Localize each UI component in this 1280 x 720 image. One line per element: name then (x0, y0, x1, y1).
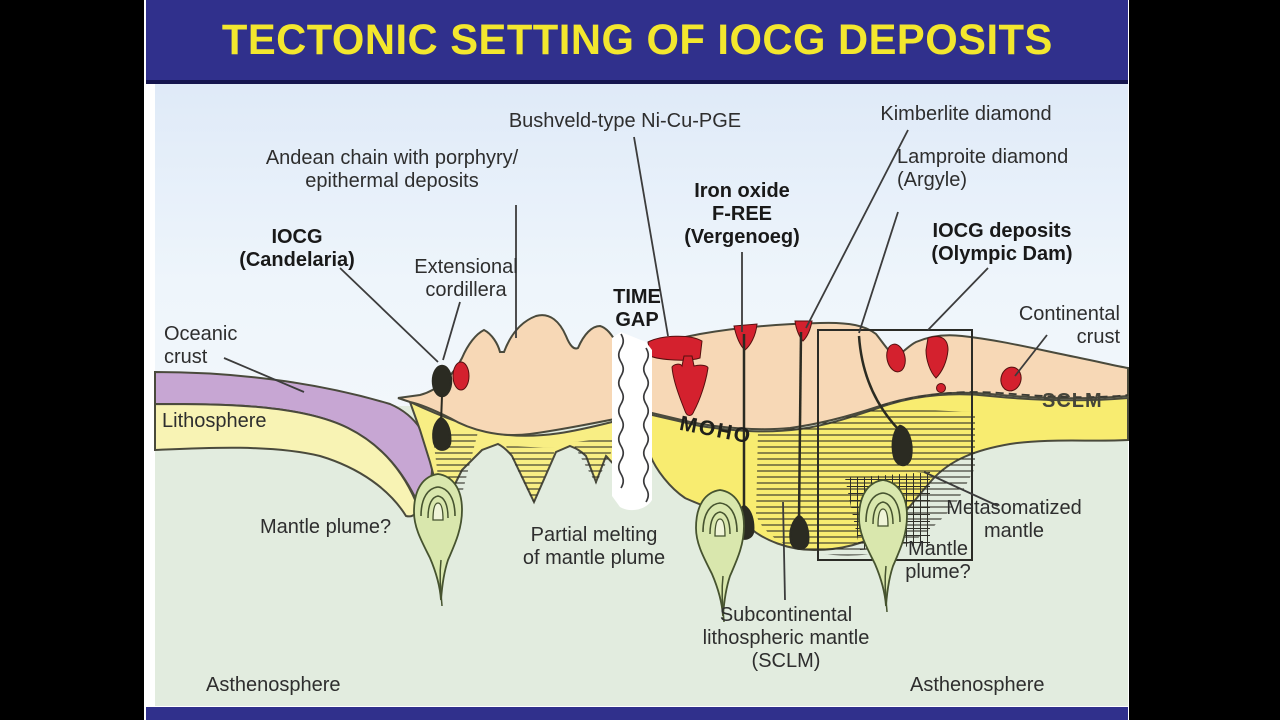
vergenoeg-funnel (671, 355, 709, 416)
label-kimberlite: Kimberlite diamond (880, 103, 1052, 125)
box-red-dot (936, 383, 946, 393)
label-lithosphere: Lithosphere (162, 410, 267, 432)
leader-iocg-candelaria (339, 267, 439, 363)
label-sclm-band: SCLM (1042, 390, 1103, 412)
label-subcontinental-sclm: Subcontinental lithospheric mantle (SCLM… (702, 604, 870, 672)
leader-bushveld (633, 136, 669, 337)
label-partial-melting: Partial melting of mantle plume (522, 524, 666, 569)
root-hatching-2 (506, 446, 556, 504)
lamproite-pipe (857, 335, 900, 431)
kimberlite-pipe-2 (797, 331, 803, 521)
kimberlite-blob-2 (789, 514, 810, 550)
label-asthenosphere-right: Asthenosphere (910, 674, 1045, 696)
label-extensional-cordillera: Extensional cordillera (414, 256, 518, 301)
label-andean-chain: Andean chain with porphyry/ epithermal d… (265, 147, 519, 192)
cordillera-red-blob (452, 361, 470, 391)
leader-kimberlite (805, 129, 909, 329)
red-blob-right (1000, 366, 1022, 392)
label-iocg-olympic-dam: IOCG deposits (Olympic Dam) (931, 220, 1073, 265)
root-hatching-3 (572, 438, 618, 484)
pipes (431, 331, 913, 550)
leader-lines (223, 129, 1048, 601)
label-asthenosphere-left: Asthenosphere (206, 674, 341, 696)
box-red-blob-1 (886, 343, 906, 373)
time-gap-wavy-right (642, 347, 650, 503)
label-time-gap: TIME GAP (613, 286, 661, 331)
leader-continental-crust (1014, 334, 1048, 377)
label-lamproite: Lamproite diamond (Argyle) (897, 146, 1069, 191)
box-red-blob-2 (925, 336, 949, 379)
label-mantle-plume-right: Mantle plume? (905, 538, 971, 583)
label-continental-crust: Continental crust (1018, 303, 1120, 348)
leader-lamproite (858, 211, 899, 334)
leader-metasomatized (923, 471, 999, 507)
leader-oceanic-crust (223, 357, 305, 393)
title-banner: TECTONIC SETTING OF IOCG DEPOSITS (146, 0, 1128, 84)
cordillera-deep-blob (432, 416, 452, 451)
leader-subcontinental (782, 501, 786, 601)
time-gap-wavy-left (617, 333, 625, 489)
label-bushveld: Bushveld-type Ni-Cu-PGE (508, 110, 742, 132)
bushveld-red-sill (647, 335, 703, 361)
label-oceanic-crust: Oceanic crust (164, 323, 238, 368)
lamproite-blob (891, 424, 913, 467)
leader-iocg-olympic (927, 267, 989, 331)
label-iron-oxide-vergenoeg: Iron oxide F-REE (Vergenoeg) (684, 180, 800, 248)
label-iocg-candelaria: IOCG (Candelaria) (239, 226, 355, 271)
page-title: TECTONIC SETTING OF IOCG DEPOSITS (221, 15, 1053, 64)
leader-extensional (442, 301, 461, 361)
time-gap-white (612, 332, 652, 511)
label-metasomatized-mantle: Metasomatized mantle (946, 497, 1082, 542)
label-mantle-plume-left: Mantle plume? (260, 516, 392, 538)
cordillera-black-blob (431, 364, 453, 398)
bottom-blue-strip (146, 707, 1128, 720)
moho-dashed-line (879, 391, 1129, 407)
